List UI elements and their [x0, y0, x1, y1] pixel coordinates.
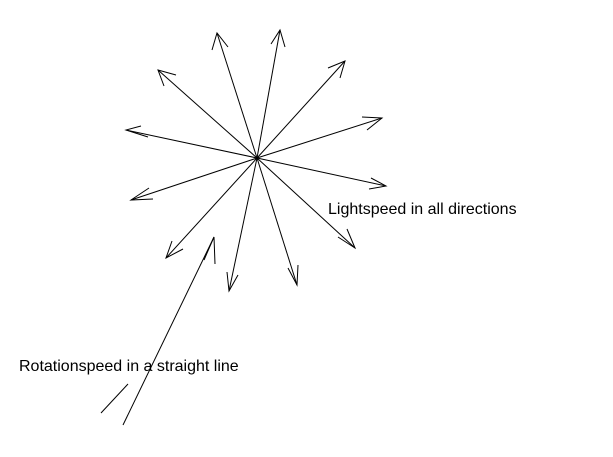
starburst-arrowhead-up-left	[211, 31, 229, 51]
starburst-arrowhead-down-left-wide	[165, 240, 184, 260]
rotationspeed-label: Rotationspeed in a straight line	[19, 358, 239, 375]
rotation-arrow-tail-mark	[100, 383, 129, 414]
starburst-arrowhead-down-left	[226, 271, 239, 293]
lightspeed-label: Lightspeed in all directions	[328, 201, 517, 218]
starburst-arrowhead-up-right	[270, 28, 286, 48]
starburst-arrowhead-upper-right	[327, 60, 346, 79]
starburst-ray-up-left	[216, 32, 258, 159]
starburst-arrowhead-down	[287, 264, 299, 287]
starburst-ray-right	[256, 157, 387, 187]
starburst-ray-upper-left	[157, 69, 258, 159]
starburst-arrowhead-right-up	[361, 116, 384, 131]
starburst-ray-down-left-wide	[165, 157, 258, 259]
starburst-arrowhead-left	[124, 125, 149, 138]
starburst-ray-upper-right	[256, 60, 346, 159]
starburst-arrowhead-left-down	[129, 187, 154, 201]
starburst-ray-left	[125, 129, 258, 159]
rotation-arrow-head	[203, 236, 216, 265]
starburst-ray-down-left	[228, 157, 258, 292]
starburst-ray-up-right	[256, 29, 281, 159]
starburst-ray-down-right	[256, 157, 356, 249]
starburst-arrowhead-upper-left	[157, 69, 177, 87]
starburst-ray-down	[256, 157, 298, 286]
rotationspeed-arrow	[100, 236, 216, 426]
starburst-arrowhead-down-right	[337, 228, 357, 250]
rotation-arrow-shaft	[122, 236, 215, 426]
lightspeed-starburst	[124, 28, 388, 293]
starburst-ray-left-down	[130, 157, 258, 201]
starburst-arrowhead-right	[368, 177, 388, 190]
starburst-ray-right-up	[256, 117, 383, 159]
